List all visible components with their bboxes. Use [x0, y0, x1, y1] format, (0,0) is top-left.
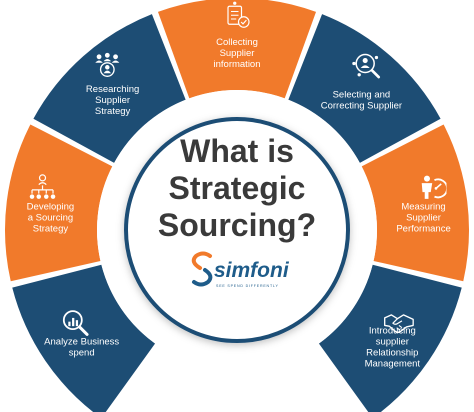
segment-2-label-line: Developing — [27, 202, 75, 213]
segment-2-label-line: Strategy — [33, 224, 69, 235]
segment-1-label-line: spend — [69, 347, 95, 358]
simfoni-logo: simfoni SEE SPEND DIFFERENTLY — [191, 251, 290, 288]
brand-tagline: SEE SPEND DIFFERENTLY — [216, 284, 279, 288]
segment-6-label-line: Measuring — [401, 202, 445, 213]
segment-7-label-line: supplier — [376, 336, 409, 347]
segment-5-shape — [288, 14, 441, 163]
segment-7-label-line: Relationship — [366, 347, 418, 358]
segment-6-label-line: Supplier — [406, 213, 441, 224]
brand-name: simfoni — [214, 259, 290, 282]
segment-3-label-line: Researching — [86, 84, 139, 95]
segment-2-shape — [5, 124, 113, 282]
segment-6-label-line: Performance — [396, 224, 450, 235]
simfoni-mark-icon — [191, 251, 213, 287]
segment-3-label-line: Supplier — [95, 95, 130, 106]
segment-1-shape — [12, 264, 156, 412]
segment-5-label-line: Selecting and — [333, 90, 391, 101]
segment-4-label-line: Collecting — [216, 37, 258, 48]
segment-4-shape — [157, 0, 317, 99]
title-line-2: Strategic — [169, 170, 306, 206]
segment-3-label-line: Strategy — [95, 106, 131, 117]
segment-7-label-line: Introducing — [369, 325, 416, 336]
segment-2-label-line: a Sourcing — [28, 213, 73, 224]
segment-7-shape — [318, 264, 462, 412]
segment-6-shape — [361, 124, 469, 282]
segment-3-shape — [33, 14, 186, 163]
title-line-3: Sourcing? — [158, 207, 316, 243]
segment-1-label-line: Analyze Business — [44, 336, 119, 347]
segment-4-label-line: Supplier — [220, 48, 255, 59]
center-circle — [124, 117, 350, 343]
segment-4-label-line: information — [214, 59, 261, 70]
segment-7-label-line: Management — [365, 358, 421, 369]
title-line-1: What is — [180, 133, 294, 169]
segment-5-label-line: Correcting Supplier — [321, 101, 402, 112]
